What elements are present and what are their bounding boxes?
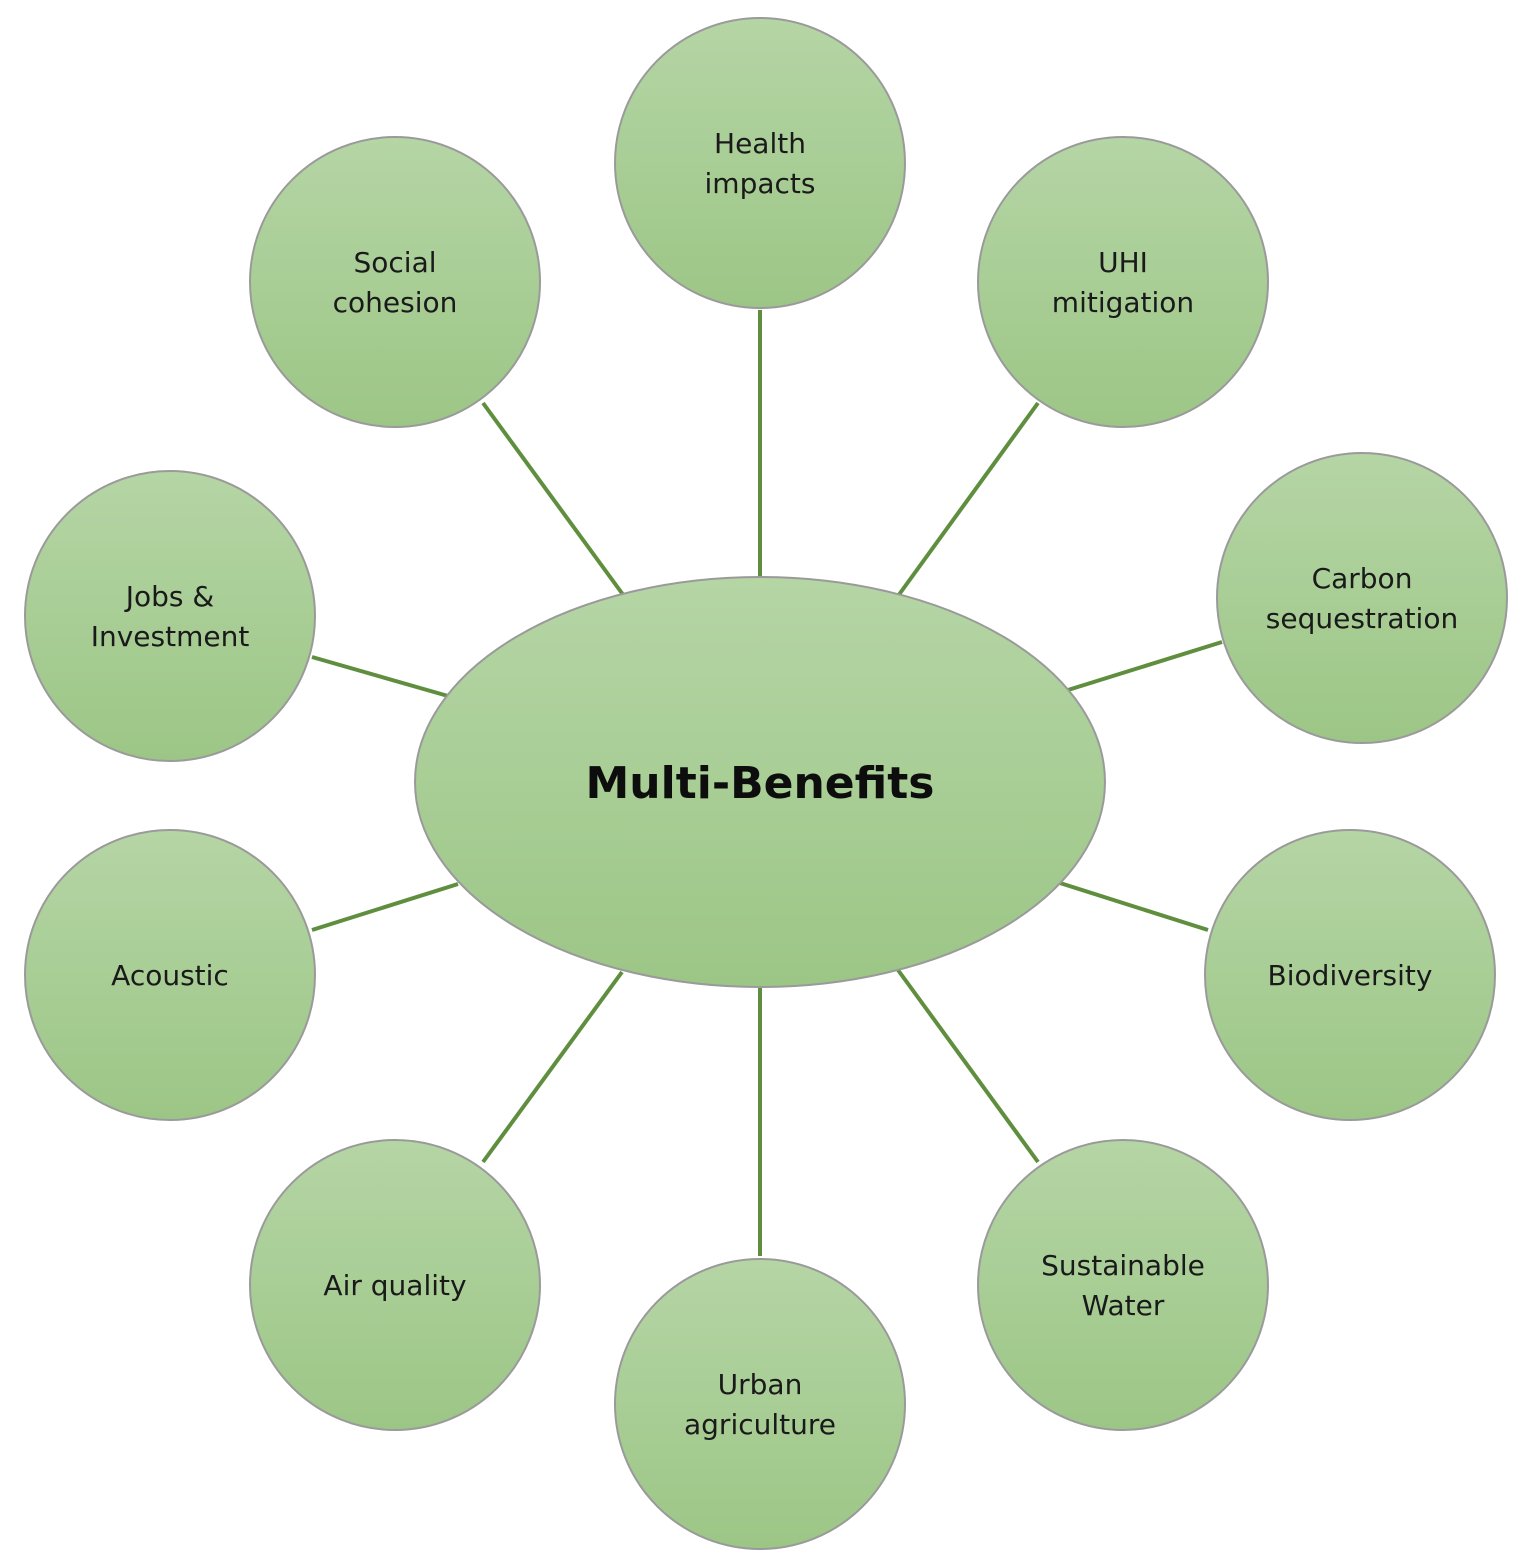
node-label-air-quality: Air quality xyxy=(323,1269,466,1302)
node-air-quality: Air quality xyxy=(249,1139,541,1431)
node-label-urban-agriculture: Urban xyxy=(718,1368,803,1401)
node-acoustic: Acoustic xyxy=(24,829,316,1121)
node-label-acoustic: Acoustic xyxy=(111,959,229,992)
connector-acoustic xyxy=(311,882,459,932)
node-urban-agriculture: Urban agriculture xyxy=(614,1258,906,1550)
node-circle-social-cohesion xyxy=(249,136,541,428)
connector-carbon-sequestration xyxy=(1067,640,1223,692)
node-label-jobs-investment: Jobs & xyxy=(124,580,214,613)
node-social-cohesion: Social cohesion xyxy=(249,136,541,428)
node-biodiversity: Biodiversity xyxy=(1204,829,1496,1121)
connector-jobs-investment xyxy=(311,655,449,698)
node-circle-sustainable-water xyxy=(977,1139,1269,1431)
node-circle-carbon-sequestration xyxy=(1216,452,1508,744)
node-circle-acoustic xyxy=(24,829,316,1121)
connectors xyxy=(311,310,1223,1256)
node-label-sustainable-water: Water xyxy=(1082,1289,1165,1322)
node-label-biodiversity: Biodiversity xyxy=(1268,959,1433,992)
center-node: Multi-Benefits xyxy=(414,576,1106,988)
node-label-carbon-sequestration: Carbon xyxy=(1312,562,1413,595)
node-circle-jobs-investment xyxy=(24,470,316,762)
node-circle-urban-agriculture xyxy=(614,1258,906,1550)
node-jobs-investment: Jobs & Investment xyxy=(24,470,316,762)
connector-sustainable-water xyxy=(896,968,1040,1164)
node-circle-health-impacts xyxy=(614,17,906,309)
node-label-uhi-mitigation: UHI xyxy=(1098,246,1148,279)
connector-social-cohesion xyxy=(481,401,626,598)
node-health-impacts: Health impacts xyxy=(614,17,906,309)
node-label-carbon-sequestration: sequestration xyxy=(1266,602,1458,635)
center-label: Multi-Benefits xyxy=(586,758,935,809)
node-label-health-impacts: Health xyxy=(714,127,806,160)
connector-air-quality xyxy=(481,970,624,1164)
node-label-jobs-investment: Investment xyxy=(91,620,250,653)
node-circle-air-quality xyxy=(249,1139,541,1431)
connector-uhi-mitigation xyxy=(896,401,1040,598)
node-label-urban-agriculture: agriculture xyxy=(684,1408,836,1441)
node-uhi-mitigation: UHI mitigation xyxy=(977,136,1269,428)
node-label-social-cohesion: Social xyxy=(353,246,436,279)
center-ellipse xyxy=(414,576,1106,988)
node-label-sustainable-water: Sustainable xyxy=(1041,1249,1205,1282)
node-label-social-cohesion: cohesion xyxy=(333,286,458,319)
node-carbon-sequestration: Carbon sequestration xyxy=(1216,452,1508,744)
node-circle-uhi-mitigation xyxy=(977,136,1269,428)
connector-biodiversity xyxy=(1059,881,1209,932)
node-label-uhi-mitigation: mitigation xyxy=(1052,286,1194,319)
node-label-health-impacts: impacts xyxy=(705,167,816,200)
node-circle-biodiversity xyxy=(1204,829,1496,1121)
